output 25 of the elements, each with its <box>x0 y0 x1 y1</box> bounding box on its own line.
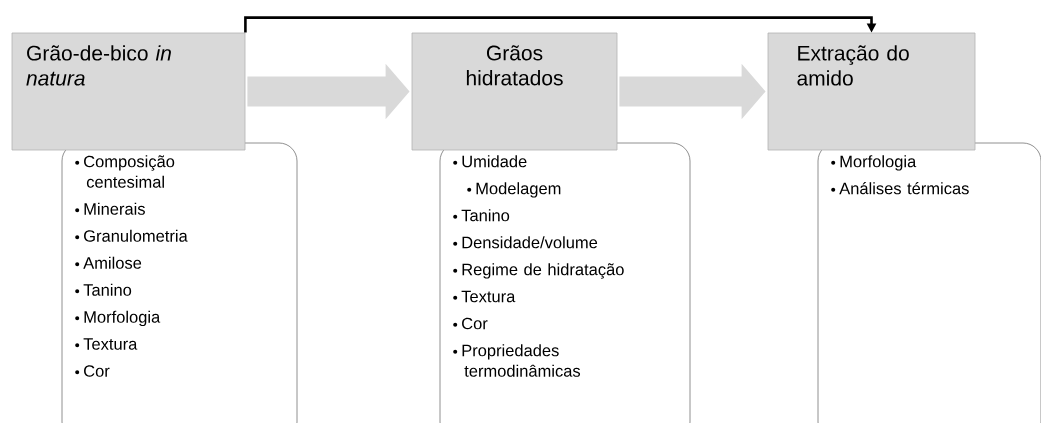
list-item: Umidade <box>462 155 527 168</box>
list-item: Morfologia <box>840 155 917 171</box>
list-box <box>817 142 1041 423</box>
list-item: Cor <box>462 317 488 330</box>
list-item: Morfologia <box>84 310 161 327</box>
list-item: Análises térmicas <box>839 182 969 195</box>
list-box <box>61 142 298 423</box>
stage-box: Extração do amido <box>767 32 976 151</box>
list-item: Tanino <box>83 283 132 296</box>
list-item: Textura <box>83 338 138 350</box>
list-item: Propriedades termodinâmicas <box>462 344 581 377</box>
connector-arrow <box>244 16 877 33</box>
list-item: Composição centesimal <box>84 155 175 188</box>
list-item: Regime de hidratação <box>462 263 624 279</box>
stage-box: Grão-de-bico in natura <box>11 32 246 151</box>
list-item: Textura <box>461 290 516 303</box>
stage-box: Grãos hidratados <box>411 32 618 151</box>
list-item: Minerais <box>84 202 145 215</box>
list-item: Granulometria <box>84 229 188 242</box>
list-item: Densidade/volume <box>462 236 598 249</box>
list-item: Tanino <box>461 209 510 222</box>
list-item: Modelagem <box>476 182 561 198</box>
list-item: Amilose <box>83 256 142 269</box>
list-box <box>439 142 691 423</box>
list-item: Cor <box>84 365 110 377</box>
